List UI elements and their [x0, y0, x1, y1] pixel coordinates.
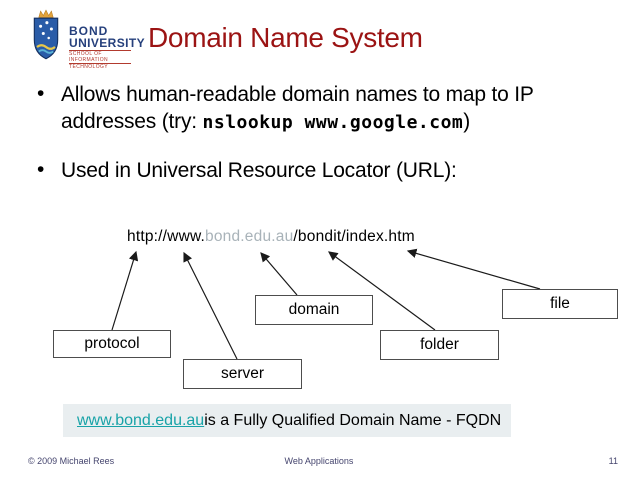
logo-school-line: SCHOOL OF INFORMATION: [69, 50, 131, 63]
bond-university-logo: BOND UNIVERSITY SCHOOL OF INFORMATION TE…: [28, 9, 145, 70]
bullet-marker: •: [37, 158, 45, 181]
logo-university: UNIVERSITY: [69, 36, 146, 50]
bullet2-text: Used in Universal Resource Locator (URL)…: [61, 159, 457, 182]
url-path-part: /bondit/index.htm: [293, 228, 415, 245]
bond-university-crest-icon: [33, 9, 59, 60]
footer-page-number: 11: [608, 456, 618, 466]
url-domain-part: bond.edu.au: [205, 228, 294, 245]
logo-text: BOND UNIVERSITY SCHOOL OF INFORMATION TE…: [69, 9, 145, 70]
label-box-folder: folder: [380, 330, 499, 360]
footer-course-name: Web Applications: [284, 456, 354, 466]
bullet-list: • Allows human-readable domain names to m…: [30, 81, 608, 184]
label-box-server: server: [183, 359, 302, 389]
label-box-file: file: [502, 289, 618, 319]
fqdn-text: is a Fully Qualified Domain Name - FQDN: [204, 411, 502, 429]
bullet-item-dns: • Allows human-readable domain names to m…: [30, 81, 608, 136]
url-example: http://www.bond.edu.au/bondit/index.htm: [127, 228, 415, 246]
bullet-item-url: • Used in Universal Resource Locator (URL…: [30, 157, 608, 184]
label-box-protocol: protocol: [53, 330, 171, 358]
footer-copyright: © 2009 Michael Rees: [28, 456, 115, 466]
bullet1-text: Allows human-readable domain names to ma…: [61, 83, 534, 133]
slide-title: Domain Name System: [148, 22, 423, 53]
arrow-protocol: [111, 250, 139, 331]
arrow-file: [406, 248, 541, 290]
url-protocol-part: http://www.: [127, 228, 206, 245]
logo-tech-line: TECHNOLOGY: [69, 63, 131, 70]
bullet-marker: •: [37, 82, 45, 105]
fqdn-callout: www.bond.edu.au is a Fully Qualified Dom…: [63, 404, 511, 437]
bullet1-close: ): [463, 110, 471, 133]
logo-bond: BOND: [69, 24, 109, 38]
label-box-domain: domain: [255, 295, 373, 325]
bullet1-code: nslookup www.google.com: [202, 112, 464, 133]
arrow-server: [183, 251, 238, 360]
arrow-domain: [260, 252, 298, 296]
fqdn-hyperlink[interactable]: www.bond.edu.au: [77, 411, 205, 429]
